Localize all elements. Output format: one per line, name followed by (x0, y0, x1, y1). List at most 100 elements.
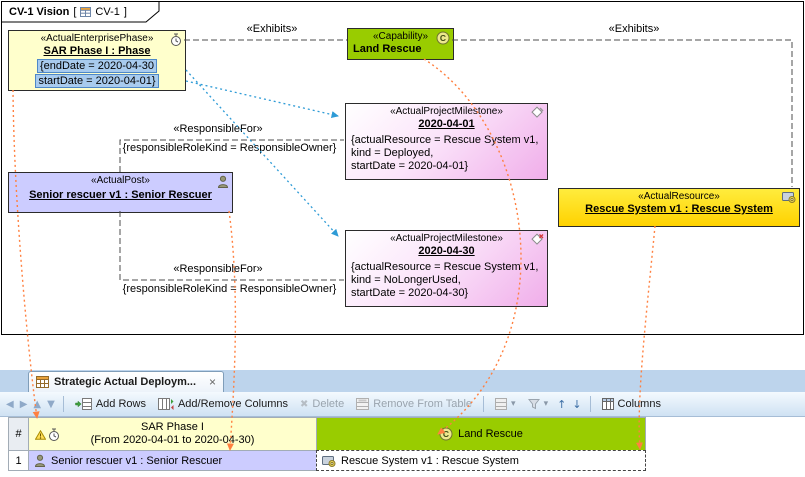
nav-down-icon[interactable]: ▼ (47, 398, 55, 410)
table-icon (36, 376, 49, 388)
filter-dropdown[interactable]: ▾ (523, 396, 554, 412)
sar-stereotype: «ActualEnterprisePhase» (40, 33, 154, 44)
add-remove-columns-label: Add/Remove Columns (177, 398, 289, 410)
chevron-down-icon: ▾ (511, 399, 516, 409)
nav-left-icon[interactable]: ◀ (6, 398, 14, 410)
diagram-ref-icon (80, 7, 92, 17)
row-cell-senior-rescuer[interactable]: Senior rescuer v1 : Senior Rescuer (28, 450, 317, 471)
milestone-property: kind = Deployed, (351, 147, 434, 159)
add-remove-columns-button[interactable]: Add/Remove Columns (153, 396, 293, 412)
exhibits-label-left[interactable]: «Exhibits» (246, 23, 298, 35)
row-resource-label: Rescue System v1 : Rescue System (341, 454, 519, 467)
person-icon (34, 454, 46, 467)
phase-header-title: SAR Phase I (141, 421, 204, 433)
row-number-label: 1 (15, 454, 22, 467)
frame-title-text: CV-1 Vision (9, 6, 70, 18)
capability-name: Land Rescue (353, 43, 422, 55)
sar-end-date-highlight[interactable]: {endDate = 2020-04-30 (36, 59, 158, 73)
columns-label: Columns (617, 398, 661, 410)
add-rows-button[interactable]: Add Rows (70, 396, 151, 412)
phase-header-range: (From 2020-04-01 to 2020-04-30) (90, 434, 255, 446)
toolbar-separator (483, 396, 485, 412)
row-number-cell[interactable]: 1 (8, 450, 29, 471)
table-options-dropdown[interactable]: ▾ (490, 396, 521, 412)
milestone-property: startDate = 2020-04-30} (351, 287, 469, 299)
nav-right-icon[interactable]: ▶ (19, 398, 28, 410)
milestone-icon (531, 106, 544, 118)
panel-tab-bar: Strategic Actual Deploym... × (0, 370, 805, 393)
milestone-property: startDate = 2020-04-01} (351, 160, 469, 172)
sar-name: SAR Phase I : Phase (43, 45, 151, 57)
add-rows-label: Add Rows (95, 398, 146, 410)
milestone-property: {actualResource = Rescue System v1, (351, 134, 539, 146)
remove-from-table-label: Remove From Table (373, 398, 473, 410)
milestone-end-stereotype: «ActualProjectMilestone» (390, 233, 503, 244)
resource-icon (322, 455, 336, 467)
add-remove-columns-icon (157, 398, 174, 410)
responsible-for-label-top[interactable]: «ResponsibleFor» (173, 123, 263, 135)
sar-start-date-highlight[interactable]: startDate = 2020-04-01} (35, 74, 159, 88)
table-toolbar: ◀ ▶ ▲ ▼ Add Rows Add/Remove Columns ✖ De… (0, 392, 805, 417)
svg-text:C: C (440, 33, 446, 43)
capability-icon: C (439, 427, 453, 441)
toolbar-separator (589, 396, 591, 412)
responsible-role-constraint-top[interactable]: {responsibleRoleKind = ResponsibleOwner} (122, 142, 337, 154)
phase-header-icons (35, 428, 60, 441)
milestone-end-name: 2020-04-30 (418, 245, 475, 257)
columns-icon (601, 398, 614, 410)
remove-from-table-button[interactable]: Remove From Table (351, 396, 477, 412)
table-options-icon (495, 398, 508, 410)
clock-icon (49, 428, 59, 441)
node-actual-resource[interactable]: «ActualResource» Rescue System v1 : Resc… (558, 188, 800, 227)
post-stereotype: «ActualPost» (91, 175, 150, 186)
remove-from-table-icon (356, 398, 370, 410)
table-panel: Strategic Actual Deploym... × ◀ ▶ ▲ ▼ Ad… (0, 370, 805, 477)
column-header-number[interactable]: # (8, 417, 29, 451)
move-row-down-icon[interactable]: ↓ (572, 397, 582, 411)
row-post-label: Senior rescuer v1 : Senior Rescuer (51, 454, 223, 467)
resource-icon (782, 192, 796, 203)
clock-icon (171, 33, 181, 46)
column-header-land-rescue[interactable]: C Land Rescue (316, 417, 646, 451)
nav-up-icon[interactable]: ▲ (33, 398, 42, 410)
svg-text:C: C (443, 429, 449, 439)
capability-icon: C (436, 31, 450, 45)
responsible-for-label-bottom[interactable]: «ResponsibleFor» (173, 263, 263, 275)
node-capability-land-rescue[interactable]: C «Capability» Land Rescue (347, 28, 454, 60)
filter-icon (527, 399, 540, 410)
resource-stereotype: «ActualResource» (638, 191, 720, 202)
milestone-end-properties: {actualResource = Rescue System v1, kind… (346, 258, 547, 300)
milestone-property: {actualResource = Rescue System v1, (351, 261, 539, 273)
milestone-removed-icon (531, 233, 544, 245)
column-header-sar-phase[interactable]: SAR Phase I (From 2020-04-01 to 2020-04-… (28, 417, 317, 451)
node-actual-enterprise-phase[interactable]: «ActualEnterprisePhase» SAR Phase I : Ph… (8, 30, 186, 91)
responsible-role-constraint-bottom[interactable]: {responsibleRoleKind = ResponsibleOwner} (122, 283, 337, 295)
move-row-up-icon[interactable]: ↑ (557, 397, 567, 411)
node-actual-post[interactable]: «ActualPost» Senior rescuer v1 : Senior … (8, 172, 233, 213)
tab-title: Strategic Actual Deploym... (54, 376, 197, 388)
row-cell-rescue-system[interactable]: Rescue System v1 : Rescue System (316, 450, 646, 471)
capability-header-label: Land Rescue (458, 428, 523, 440)
tab-strategic-actual-deployment[interactable]: Strategic Actual Deploym... × (28, 371, 224, 392)
frame-ref-name: CV-1 (95, 6, 120, 18)
milestone-property: kind = NoLongerUsed, (351, 274, 461, 286)
close-icon[interactable]: × (208, 375, 216, 389)
add-rows-icon (75, 398, 92, 410)
exhibits-label-right[interactable]: «Exhibits» (608, 23, 660, 35)
milestone-start-stereotype: «ActualProjectMilestone» (390, 106, 503, 117)
frame-ref-open: [ (73, 6, 77, 18)
warning-icon (35, 429, 46, 440)
node-milestone-end[interactable]: «ActualProjectMilestone» 2020-04-30 {act… (345, 230, 548, 307)
deployment-table: # SAR Phase I (From 2020-04-01 to 2020-0… (0, 417, 805, 477)
post-name: Senior rescuer v1 : Senior Rescuer (29, 189, 212, 201)
toolbar-separator (62, 396, 64, 412)
milestone-start-properties: {actualResource = Rescue System v1, kind… (346, 131, 547, 173)
diagram-frame-title: CV-1 Vision [ CV-1 ] (9, 6, 127, 18)
delete-label: Delete (312, 398, 345, 410)
columns-button[interactable]: Columns (597, 396, 666, 412)
delete-button[interactable]: ✖ Delete (295, 396, 349, 412)
node-milestone-start[interactable]: «ActualProjectMilestone» 2020-04-01 {act… (345, 103, 548, 180)
resource-name: Rescue System v1 : Rescue System (585, 203, 773, 215)
frame-ref-close: ] (123, 6, 127, 18)
